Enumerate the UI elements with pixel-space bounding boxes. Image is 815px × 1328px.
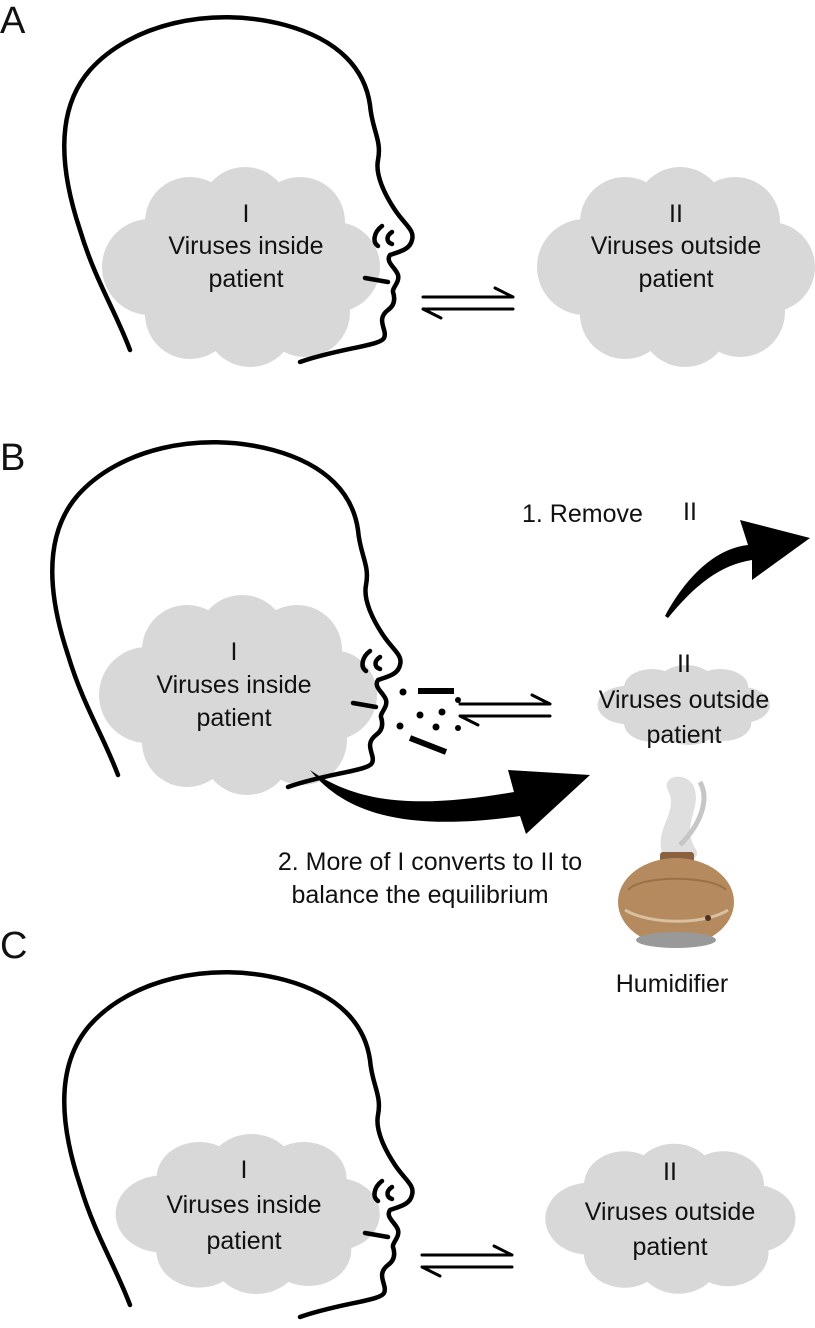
remove-arrow: [665, 520, 810, 618]
panel-c: C I Viruses inside patient II Viruses ou…: [0, 925, 796, 1317]
equilibrium-arrows-a: [421, 286, 515, 320]
inside-label-line1-b: Viruses inside: [156, 671, 311, 699]
panel-c-letter: C: [0, 925, 27, 967]
equilibrium-arrows-c: [420, 1244, 514, 1278]
outside-label-line2-a: patient: [638, 265, 713, 293]
numeral-i-c: I: [241, 1156, 248, 1184]
outside-label-line1-a: Viruses outside: [591, 232, 761, 260]
step2-line1: 2. More of I converts to II to: [278, 848, 582, 876]
step1-numeral: II: [683, 498, 697, 526]
outside-label-line2-b: patient: [646, 721, 721, 749]
numeral-ii-b: II: [677, 650, 691, 678]
panel-a: A I Viruses inside patient II Viruses ou…: [0, 0, 815, 367]
step1-label: 1. Remove: [522, 500, 643, 528]
panel-a-letter: A: [0, 0, 26, 42]
panel-b-letter: B: [0, 437, 25, 479]
inside-label-line1-a: Viruses inside: [168, 232, 323, 260]
outside-label-line1-c: Viruses outside: [585, 1198, 755, 1226]
inside-label-line2-a: patient: [208, 265, 283, 293]
numeral-i-a: I: [243, 200, 250, 228]
inside-label-line2-c: patient: [206, 1227, 281, 1255]
conversion-arrow: [310, 770, 590, 834]
panel-b: B I Viruses inside patient II: [0, 437, 810, 998]
step2-line2: balance the equilibrium: [291, 881, 548, 909]
numeral-i-b: I: [231, 638, 238, 666]
numeral-ii-a: II: [669, 200, 683, 228]
humidifier-icon: [618, 776, 734, 948]
equilibrium-arrows-b: [458, 693, 552, 727]
exhaled-particles: [396, 688, 461, 755]
inside-label-line1-c: Viruses inside: [166, 1191, 321, 1219]
outside-label-line1-b: Viruses outside: [599, 686, 769, 714]
outside-label-line2-c: patient: [632, 1233, 707, 1261]
humidifier-label: Humidifier: [616, 970, 729, 998]
numeral-ii-c: II: [663, 1158, 677, 1186]
inside-label-line2-b: patient: [196, 704, 271, 732]
